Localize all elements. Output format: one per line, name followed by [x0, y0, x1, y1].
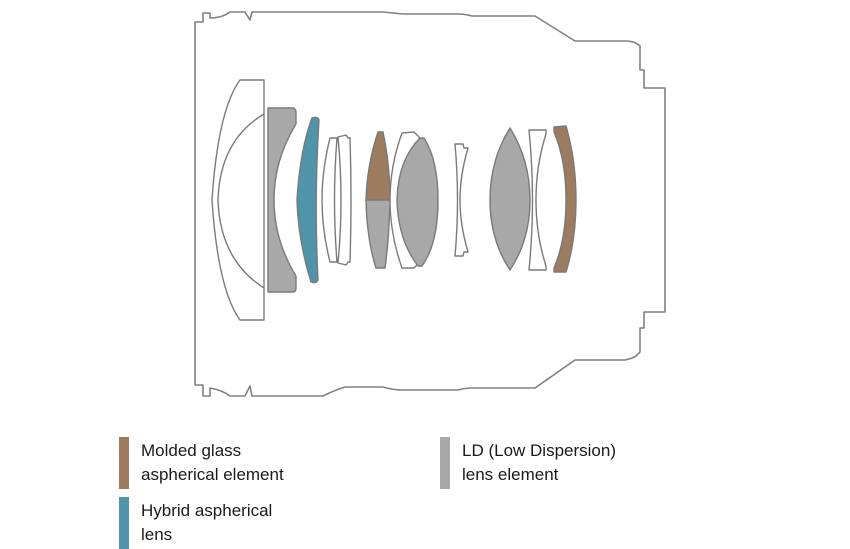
lens-element-5: [337, 134, 352, 266]
legend-line-2: lens element: [462, 465, 559, 484]
legend-label: Hybrid aspherical lens: [141, 499, 272, 547]
legend-line-1: Hybrid aspherical: [141, 501, 273, 520]
lens-barrel-outline: [194, 11, 666, 397]
lens-element-11: [528, 129, 547, 271]
lens-element-1: [211, 79, 265, 321]
legend-ld: LD (Low Dispersion) lens element: [440, 437, 616, 489]
legend-line-1: LD (Low Dispersion): [462, 441, 616, 460]
lens-element-9: [454, 143, 469, 257]
lens-element-2-ld: [267, 107, 297, 293]
legend-label: LD (Low Dispersion) lens element: [462, 439, 616, 487]
legend-molded-glass: Molded glass aspherical element: [119, 437, 284, 489]
legend-line-1: Molded glass: [141, 441, 242, 460]
legend-label: Molded glass aspherical element: [141, 439, 284, 487]
lens-element-1-inner-curve: [217, 113, 265, 289]
legend-hybrid: Hybrid aspherical lens: [119, 497, 272, 549]
lens-element-3-hybrid: [296, 116, 320, 284]
lens-element-10-ld: [489, 127, 531, 271]
lens-construction-diagram: [194, 11, 666, 397]
legend-line-2: aspherical element: [141, 465, 284, 484]
legend-line-2: lens: [141, 525, 173, 544]
lens-element-12-molded: [553, 125, 577, 273]
lens-element-6-molded-upper: [365, 131, 391, 201]
molded-glass-swatch: [119, 437, 129, 489]
lens-element-8-ld: [396, 137, 439, 267]
lens-element-4: [321, 137, 338, 263]
lens-element-6-ld-lower: [365, 199, 391, 269]
ld-swatch: [440, 437, 450, 489]
hybrid-swatch: [119, 497, 129, 549]
